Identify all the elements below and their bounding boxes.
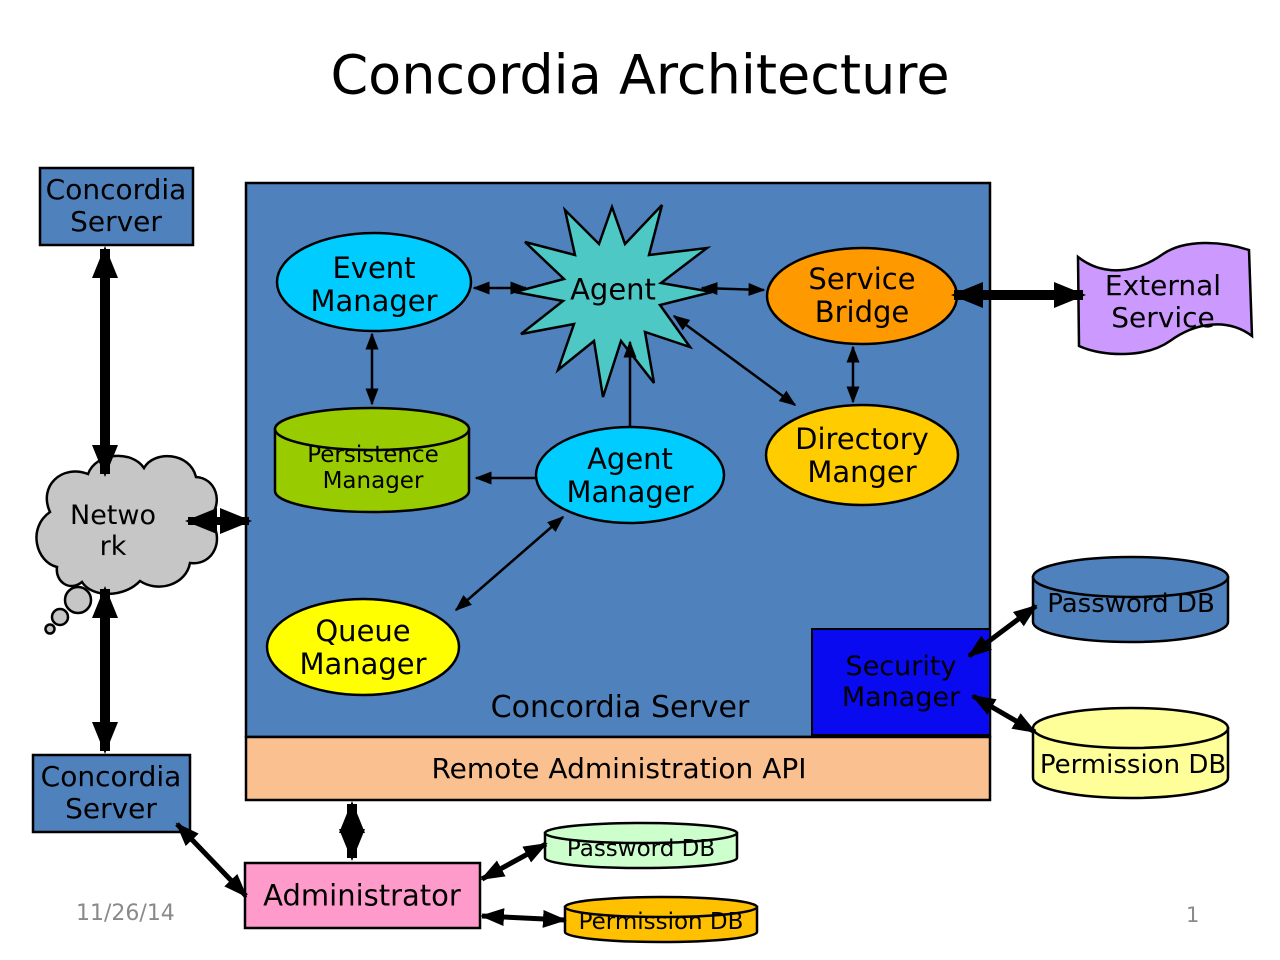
external-service-flag — [1076, 241, 1254, 356]
event-manager-ellipse — [275, 231, 473, 333]
persistence-manager-label: Persistence Manager — [307, 441, 439, 494]
permission-db-bottom-cylinder — [563, 895, 759, 944]
arrow-agent-manager-queue-manager — [454, 516, 565, 611]
directory-manger-label: Directory Manger — [795, 421, 929, 489]
agent-manager-label: Agent Manager — [566, 441, 694, 509]
agent-label: Agent — [570, 272, 656, 307]
arrow-administrator-permission-db — [480, 908, 567, 928]
concordia-server-caption: Concordia Server — [490, 689, 750, 725]
network-cloud — [35, 454, 219, 635]
administrator-label: Administrator — [263, 878, 461, 913]
password-db-bottom-label: Password DB — [566, 835, 716, 862]
slide-page-number: 1 — [1186, 903, 1200, 927]
remote-administration-api-bar — [244, 735, 992, 802]
security-manager-label: Security Manager — [841, 651, 961, 713]
slide-date: 11/26/14 — [76, 901, 175, 926]
service-bridge-label: Service Bridge — [808, 261, 916, 329]
event-manager-label: Event Manager — [310, 250, 438, 318]
page-title: Concordia Architecture — [330, 43, 950, 107]
concordia-server-top-box — [38, 166, 195, 247]
queue-manager-ellipse — [265, 597, 461, 697]
permission-db-right-label: Permission DB — [1039, 750, 1227, 781]
arrow-administrator-server-bottom — [175, 822, 248, 898]
external-service-label: External Service — [1104, 269, 1222, 334]
remote-administration-api-label: Remote Administration API — [431, 752, 807, 786]
permission-db-bottom-label: Permission DB — [578, 908, 744, 935]
directory-manger-ellipse — [764, 403, 960, 507]
concordia-server-top-label: Concordia Server — [45, 173, 187, 238]
password-db-bottom-cylinder — [543, 821, 739, 870]
network-label: Netwo rk — [70, 500, 156, 562]
queue-manager-label: Queue Manager — [299, 613, 427, 681]
password-db-right-cylinder — [1031, 555, 1230, 644]
agent-star — [514, 203, 713, 398]
arrow-security-permission-db — [971, 693, 1037, 735]
arrow-agent-directory-manger — [672, 314, 797, 407]
password-db-right-label: Password DB — [1047, 589, 1215, 620]
persistence-manager-cylinder — [273, 406, 471, 514]
arrow-agent-service-bridge — [700, 282, 766, 296]
concordia-server-bottom-label: Concordia Server — [40, 760, 182, 825]
security-manager-box — [811, 628, 991, 736]
arrow-security-password-db — [967, 603, 1038, 659]
arrow-administrator-password-db — [480, 841, 548, 882]
concordia-server-bottom-box — [31, 753, 192, 834]
